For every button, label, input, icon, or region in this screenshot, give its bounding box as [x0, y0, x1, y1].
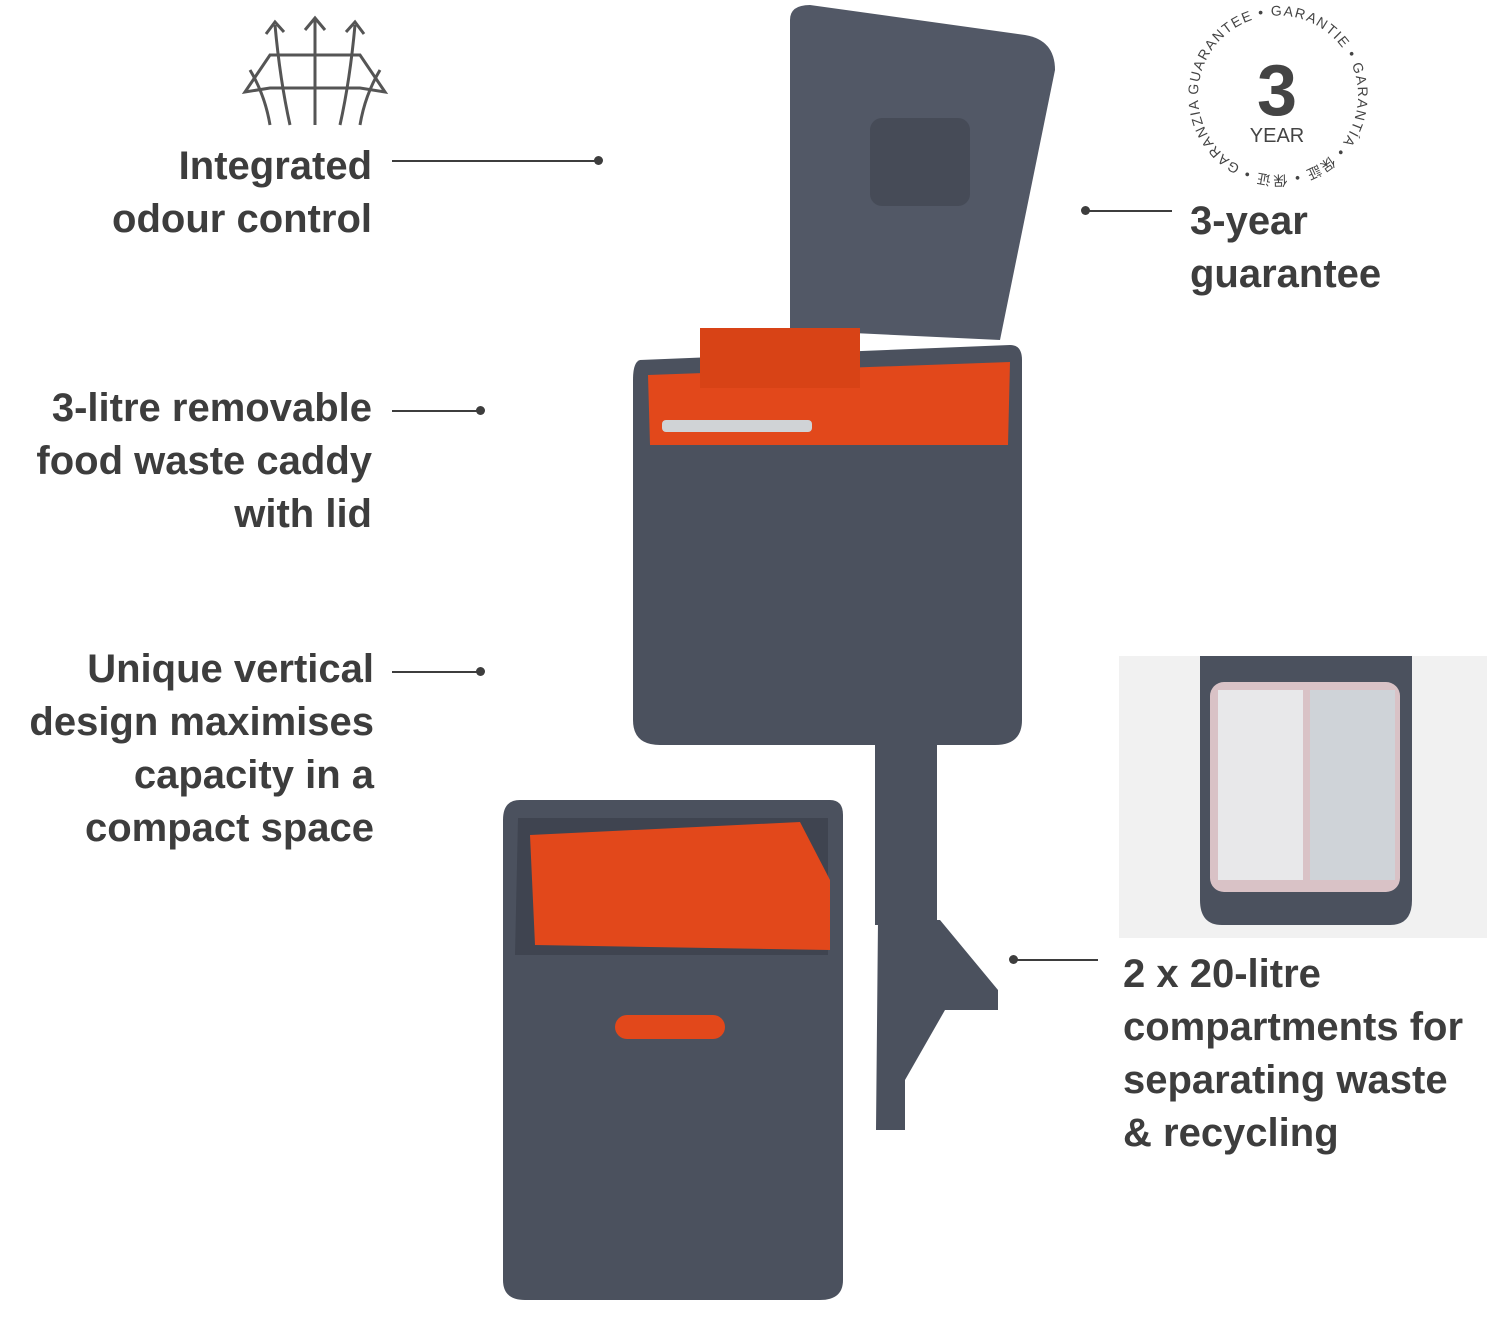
vertical-connector	[392, 671, 480, 673]
connector-dot	[1009, 955, 1018, 964]
callout-line: Unique vertical	[87, 647, 374, 691]
callout-line: compact space	[84, 806, 374, 850]
callout-line: with lid	[234, 492, 372, 536]
callout-line: guarantee	[1190, 252, 1382, 296]
connector-dot	[594, 156, 603, 165]
callout-line: & recycling	[1123, 1111, 1339, 1155]
compartments-connector	[1013, 959, 1098, 961]
callout-guarantee: 3-year guarantee	[1190, 195, 1381, 301]
inset-photo-recycling	[1119, 656, 1487, 938]
callout-line: design maximises	[29, 700, 374, 744]
stand	[875, 745, 998, 1130]
inner-bucket	[530, 822, 830, 950]
callout-vertical-design: Unique vertical design maximises capacit…	[29, 643, 374, 855]
callout-line: capacity in a	[133, 753, 374, 797]
callout-food-caddy: 3-litre removable food waste caddy with …	[36, 382, 372, 541]
caddy-handle[interactable]	[662, 420, 812, 432]
callout-odour-control: Integrated odour control	[112, 140, 372, 246]
callout-line: 2 x 20-litre	[1123, 952, 1321, 996]
bottom-compartment[interactable]	[503, 800, 843, 1300]
callout-line: separating waste	[1123, 1058, 1448, 1102]
callout-line: food waste caddy	[36, 439, 372, 483]
guarantee-connector	[1085, 210, 1172, 212]
callout-line: 3-year	[1190, 199, 1308, 243]
callout-line: Integrated	[178, 144, 372, 188]
connector-dot	[1081, 206, 1090, 215]
bin-handle[interactable]	[615, 1015, 725, 1039]
badge-number: 3	[1257, 51, 1297, 131]
callout-compartments: 2 x 20-litre compartments for separating…	[1123, 948, 1463, 1160]
odour-connector	[392, 160, 598, 162]
callout-line: 3-litre removable	[51, 386, 372, 430]
airflow-filter-icon	[241, 15, 389, 126]
connector-dot	[476, 667, 485, 676]
odour-filter	[870, 118, 970, 206]
connector-dot	[476, 406, 485, 415]
callout-line: odour control	[112, 197, 372, 241]
bin-lid[interactable]	[790, 5, 1055, 340]
callout-line: compartments for	[1123, 1005, 1464, 1049]
caddy-connector	[392, 410, 480, 412]
top-compartment[interactable]	[633, 328, 1022, 745]
badge-unit: YEAR	[1250, 125, 1304, 147]
